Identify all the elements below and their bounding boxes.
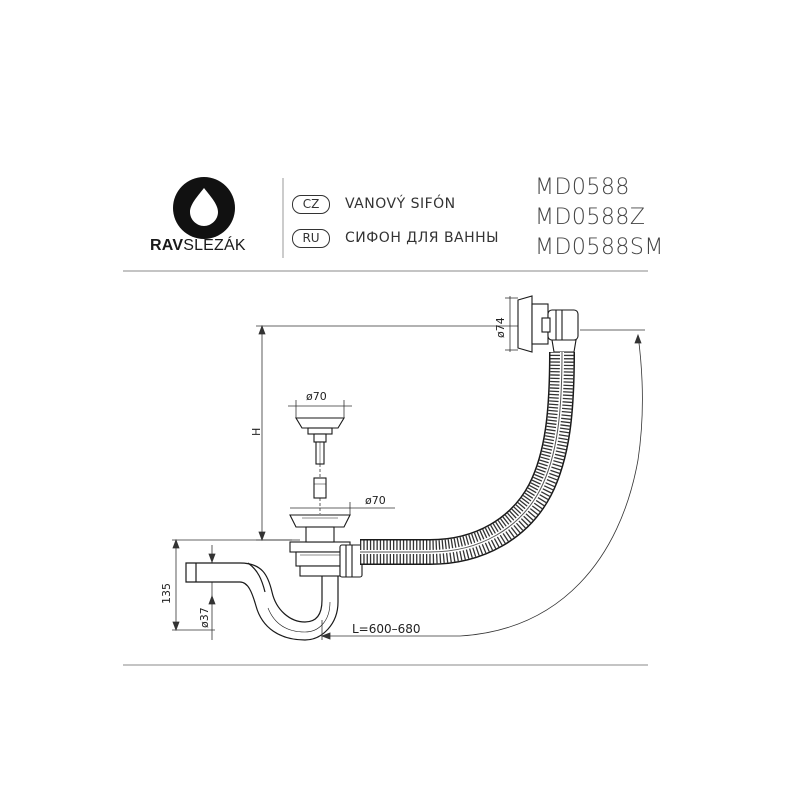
height-label: H — [250, 427, 263, 436]
brand-part-1: RAV — [150, 237, 184, 254]
brand-name: RAVSLEZÁK — [150, 237, 246, 255]
brand-part-2: SLEZÁK — [183, 237, 246, 254]
lang-text-ru: СИФОН ДЛЯ ВАННЫ — [345, 230, 500, 246]
waste-plate — [289, 514, 351, 543]
overflow-head — [517, 295, 579, 353]
lang-badge-ru: RU — [292, 229, 330, 248]
length-label: L=600–680 — [352, 622, 421, 636]
plug-dia-dimension — [288, 400, 352, 418]
flexible-hose — [360, 351, 575, 565]
overflow-dia-dimension — [505, 296, 518, 352]
trap-height-label: 135 — [160, 583, 173, 604]
plug — [295, 417, 345, 514]
model-code-1: MD0588 — [535, 175, 630, 200]
lang-badge-cz: CZ — [292, 195, 330, 214]
trap-height-dimension — [172, 538, 292, 632]
length-arc — [320, 329, 645, 640]
water-drop-logo-icon — [173, 177, 235, 239]
trap-dia-dimension — [208, 545, 216, 640]
model-code-3: MD0588SM — [535, 235, 664, 260]
s-trap — [185, 562, 339, 641]
height-dimension — [256, 324, 520, 542]
model-code-2: MD0588Z — [535, 205, 646, 230]
trap-dia-label: ø37 — [198, 607, 211, 628]
overflow-dia-label: ø74 — [494, 317, 507, 338]
waste-dia-label: ø70 — [365, 494, 386, 507]
waste-dia-dimension — [290, 502, 395, 515]
lang-text-cz: VANOVÝ SIFÓN — [345, 196, 456, 212]
plug-dia-label: ø70 — [306, 390, 327, 403]
waste-fitting — [289, 541, 363, 578]
